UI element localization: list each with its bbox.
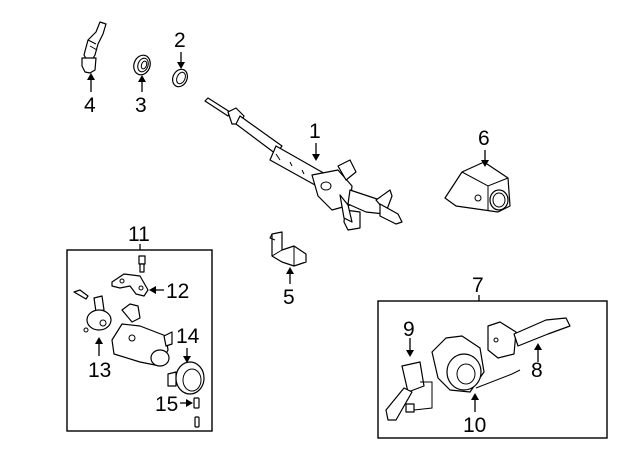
callout-13-arrow [95,337,103,356]
part-13-ignition-switch[interactable] [83,295,112,333]
callout-4-label: 4 [84,94,96,117]
part-4-universal-joint[interactable] [81,21,107,74]
callout-10-arrow [471,393,479,412]
callout-5-arrow [286,267,294,284]
callout-6-arrow [481,150,489,167]
callout-1-label: 1 [309,120,321,143]
callout-15-label: 15 [155,393,178,416]
callout-6-label: 6 [478,127,490,150]
part-bolt-top[interactable] [138,255,146,273]
callout-12-arrow [149,286,164,294]
callout-8-arrow [534,343,542,362]
part-3-bushing[interactable] [131,53,153,77]
part-8-turn-signal-switch[interactable] [487,317,571,359]
part-14-illumination-ring[interactable] [167,361,205,395]
callout-3-arrow [138,75,146,92]
part-2-seal[interactable] [170,67,190,89]
part-9-wiper-switch[interactable] [385,361,433,421]
callout-1-arrow [312,143,320,161]
callout-10-label: 10 [463,414,486,437]
part-15-pin[interactable] [193,397,200,428]
callout-9-label: 9 [403,318,415,341]
callout-15-arrow [180,399,193,407]
callout-9-arrow [406,338,414,357]
callout-3-label: 3 [135,94,147,117]
callout-12-label: 12 [166,280,189,303]
part-10-clock-spring[interactable] [431,335,521,393]
callout-13-label: 13 [88,359,111,382]
part-lock-housing[interactable] [111,303,173,367]
part-1-steering-column[interactable] [204,97,403,231]
callout-7-label: 7 [472,274,484,297]
callout-2-label: 2 [174,29,186,52]
callout-4-arrow [87,73,95,92]
part-6-column-cover[interactable] [444,161,511,213]
part-5-bracket[interactable] [269,231,307,267]
callout-2-arrow [177,52,185,69]
callout-5-label: 5 [283,286,295,309]
part-12-clamp[interactable] [111,273,149,297]
callout-11-label: 11 [128,223,150,246]
callout-14-label: 14 [176,325,200,348]
combination-switch-group-box [377,300,608,439]
callout-14-arrow [183,348,191,363]
part-screw-left[interactable] [73,289,89,300]
callout-8-label: 8 [531,359,543,382]
